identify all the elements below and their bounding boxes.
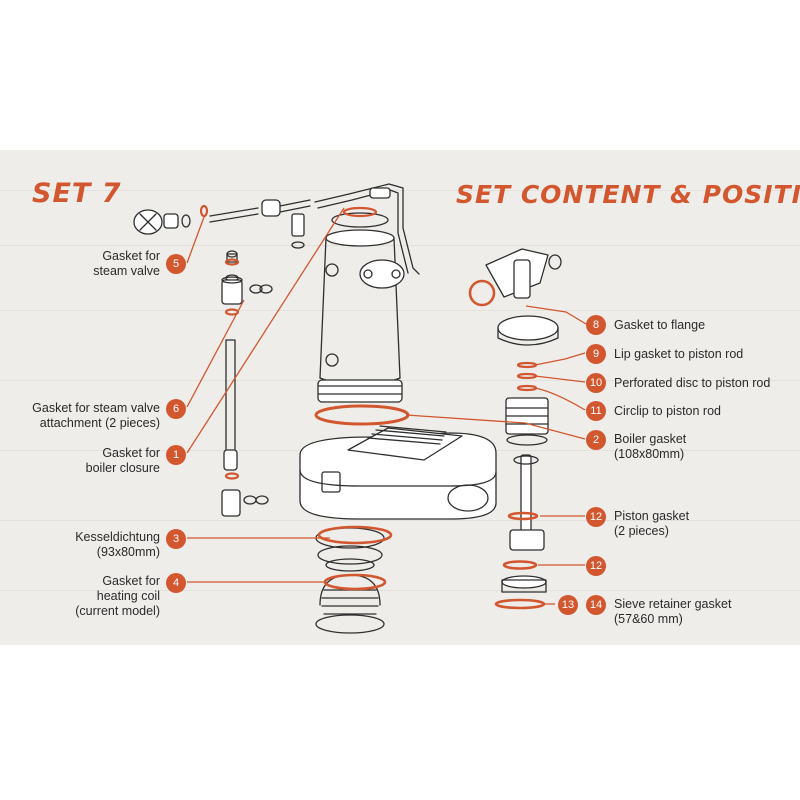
leader-lines (186, 207, 587, 605)
boiler (317, 212, 405, 403)
left-column-parts (221, 250, 273, 517)
callout-2-badge: 2 (586, 430, 606, 450)
callout-10-badge: 10 (586, 373, 606, 393)
callout-9-label: Lip gasket to piston rod (614, 347, 744, 361)
callout-14-badge: 14 (586, 595, 606, 615)
callout-13-badge: 13 (558, 595, 578, 615)
callout-11-badge: 11 (586, 401, 606, 421)
callout-2-label: Boiler gasket(108x80mm) (614, 432, 687, 461)
callout-4-badge: 4 (166, 573, 186, 593)
callout-5-badge: 5 (166, 254, 186, 274)
callout-8-badge: 8 (586, 315, 606, 335)
callout-6-badge: 6 (166, 399, 186, 419)
exploded-view-drawing (133, 183, 587, 634)
callout-9-badge: 9 (586, 344, 606, 364)
parts-diagram-board: SET 7 SET CONTENT & POSITION (0, 150, 800, 645)
callout-12-badge: 12 (586, 507, 606, 527)
callout-12-label: Piston gasket(2 pieces) (614, 509, 690, 538)
callout-10-label: Perforated disc to piston rod (614, 376, 771, 390)
steam-valve-parts (133, 183, 420, 275)
callout-8-label: Gasket to flange (614, 318, 706, 332)
callout-12b-badge: 12 (586, 556, 606, 576)
callout-1-badge: 1 (166, 445, 186, 465)
set-title: SET 7 (32, 178, 122, 209)
callout-3-badge: 3 (166, 529, 186, 549)
machine-base (299, 425, 497, 520)
content-title: SET CONTENT & POSITION (456, 180, 800, 209)
callout-3-label: Kesseldichtung(93x80mm) (75, 530, 160, 559)
callout-14-label: Sieve retainer gasket(57&60 mm) (614, 597, 732, 626)
callout-11-label: Circlip to piston rod (614, 404, 721, 418)
